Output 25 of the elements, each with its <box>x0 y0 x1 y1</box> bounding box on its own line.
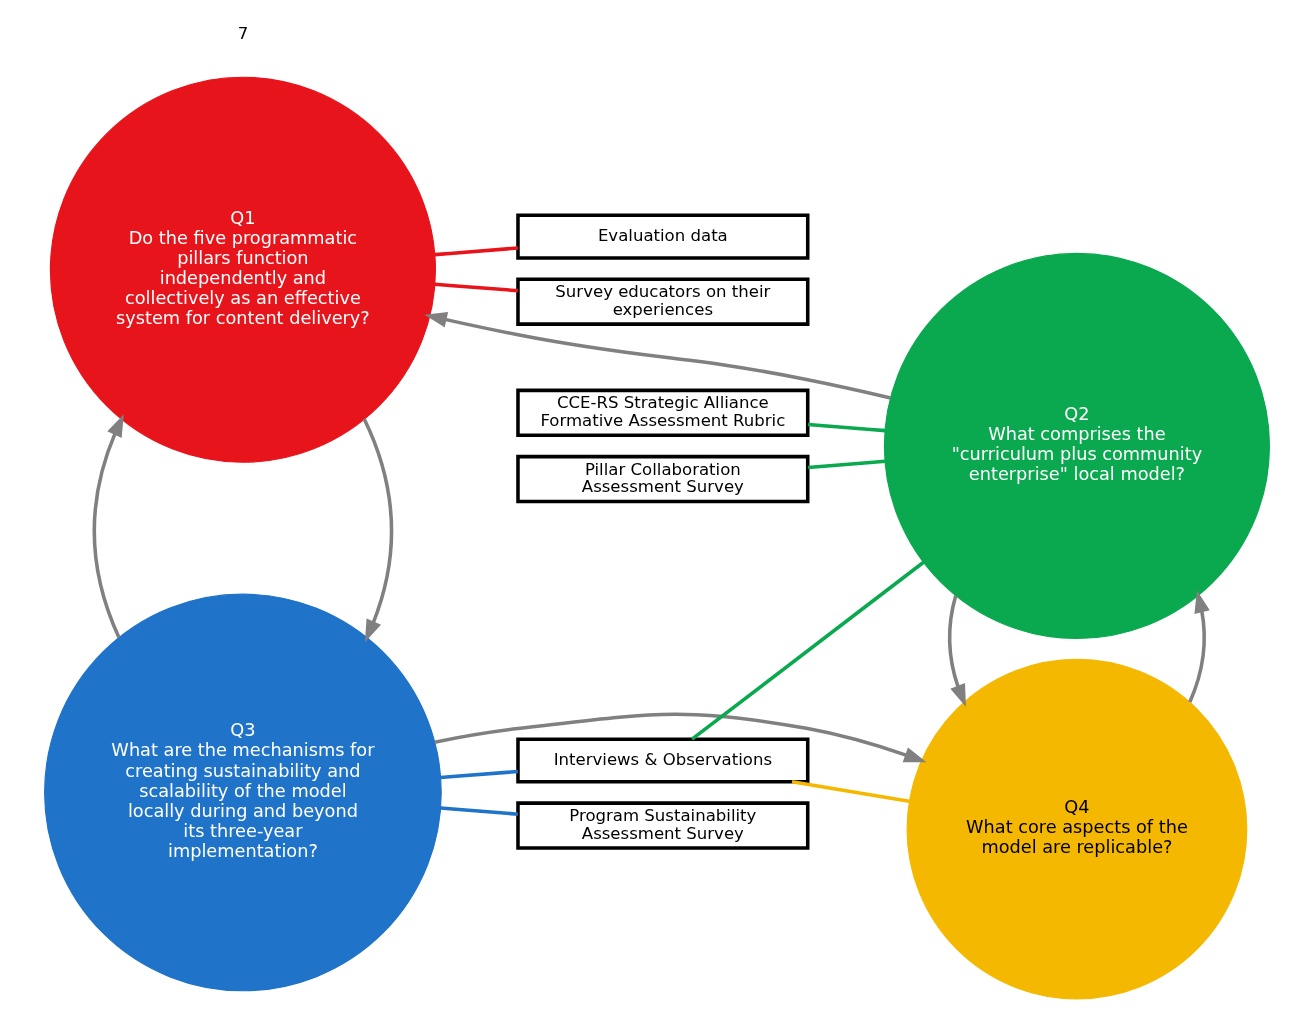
arrow <box>1188 590 1210 703</box>
node-box: Pillar Collaboration Assessment Survey <box>516 454 810 504</box>
node-circle: Q3 What are the mechanisms for creating sustainability and scalability of the model locally during and beyond its three-year implementation? <box>44 593 442 992</box>
arrow <box>92 414 124 638</box>
arrow <box>434 712 927 763</box>
connector <box>807 422 886 433</box>
connector <box>440 806 518 816</box>
node-circle: Q1 Do the five programmatic pillars function independently and collectively as an effective system for content delivery? <box>49 76 436 463</box>
node-circle: Q4 What core aspects of the model are replicable? <box>906 658 1248 1000</box>
node-box: CCE-RS Strategic Alliance Formative Assessment Rubric <box>516 388 810 438</box>
connector <box>807 459 886 470</box>
connector <box>440 769 518 780</box>
arrow <box>947 594 966 707</box>
connector <box>690 560 925 741</box>
arrow <box>362 418 394 643</box>
connector <box>434 246 519 257</box>
node-box: Survey educators on their experiences <box>516 277 810 326</box>
node-box: Program Sustainability Assessment Survey <box>516 801 810 850</box>
connector <box>791 780 910 804</box>
arrow <box>424 312 891 400</box>
connector <box>434 282 519 293</box>
node-box: Interviews & Observations <box>516 737 810 784</box>
node-box: Evaluation data <box>516 213 810 260</box>
label: 7 <box>237 23 249 43</box>
node-circle: Q2 What comprises the "curriculum plus community enterprise" local model? <box>883 252 1270 640</box>
